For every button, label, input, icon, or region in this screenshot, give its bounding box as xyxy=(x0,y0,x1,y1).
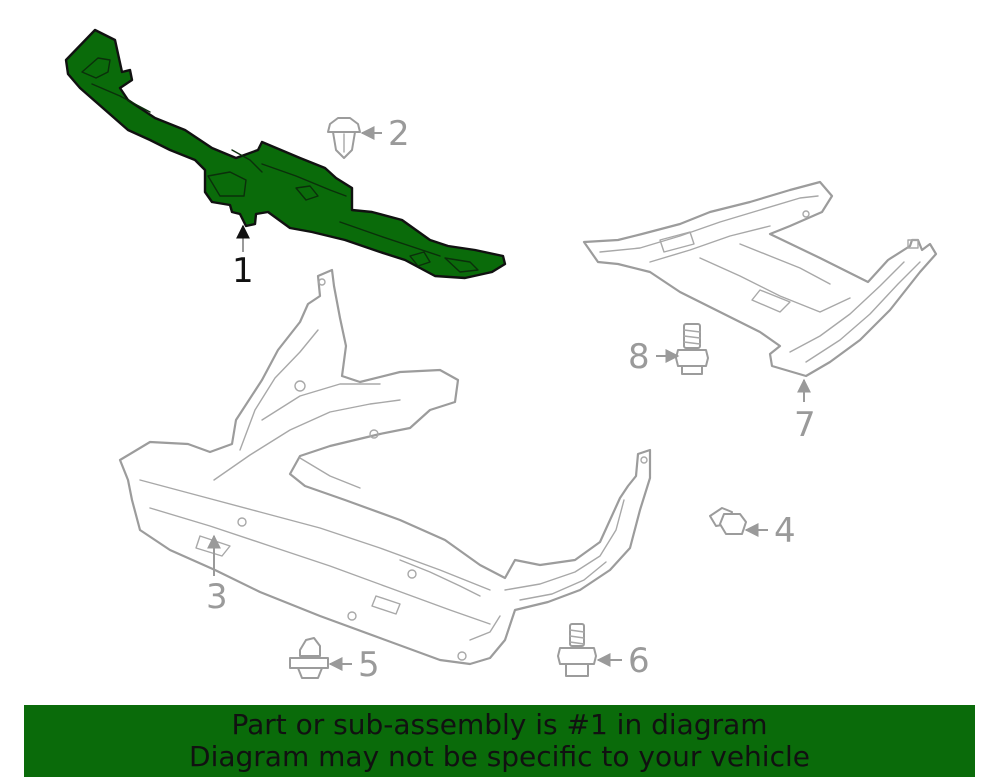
banner-line-disclaimer: Diagram may not be specific to your vehi… xyxy=(189,740,810,773)
callout-8[interactable]: 8 xyxy=(628,337,650,377)
callout-6[interactable]: 6 xyxy=(628,641,650,681)
part-4-push-clip[interactable] xyxy=(709,507,747,535)
callout-1[interactable]: 1 xyxy=(232,251,254,291)
callout-7[interactable]: 7 xyxy=(794,405,816,445)
callout-4[interactable]: 4 xyxy=(774,511,796,551)
callout-3[interactable]: 3 xyxy=(206,577,228,617)
part-2-push-clip[interactable] xyxy=(327,117,361,159)
part-5-push-clip[interactable] xyxy=(289,637,329,679)
part-1-radiator-support-shield[interactable] xyxy=(64,28,507,280)
part-8-bolt[interactable] xyxy=(675,323,709,375)
part-6-bolt[interactable] xyxy=(557,623,597,677)
part-7-rear-under-cover[interactable] xyxy=(582,180,938,378)
callout-2[interactable]: 2 xyxy=(388,114,410,154)
part-3-lower-splash-shield[interactable] xyxy=(118,268,652,666)
callout-5[interactable]: 5 xyxy=(358,645,380,685)
banner-line-part-number: Part or sub-assembly is #1 in diagram xyxy=(231,708,768,741)
notice-banner: Part or sub-assembly is #1 in diagram Di… xyxy=(24,705,975,777)
